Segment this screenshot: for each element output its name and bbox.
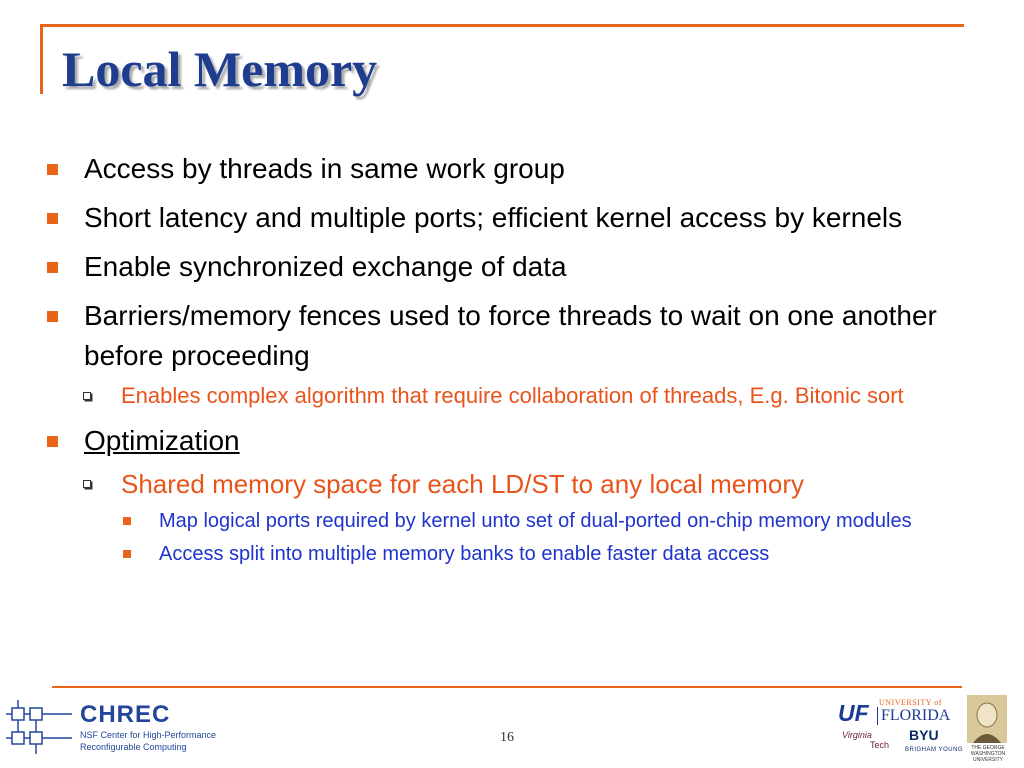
sub-bullet-item: Enables complex algorithm that require c… [44,380,974,412]
gw-portrait-icon [967,695,1007,743]
chrec-subtitle: Reconfigurable Computing [80,742,187,752]
slide-title: Local Memory [62,41,378,97]
small-square-bullet-icon [123,517,131,525]
virginia-tech-label: Tech [870,740,890,750]
bullet-item: Barriers/memory fences used to force thr… [44,296,974,376]
uf-university-label: UNIVERSITY of [879,698,942,707]
bullet-text: Enable synchronized exchange of data [84,251,567,282]
chrec-logo: CHREC NSF Center for High-Performance Re… [6,700,226,758]
slide-body: Access by threads in same work group Sho… [44,140,974,569]
sub-bullet-item: Shared memory space for each LD/ST to an… [44,465,974,503]
square-bullet-icon [47,164,58,175]
square-bullet-icon [47,262,58,273]
uf-florida-label: FLORIDA [877,707,950,725]
bullet-item: Enable synchronized exchange of data [44,247,974,287]
chrec-name: CHREC [80,701,171,728]
gw-logo-text: THE GEORGE WASHINGTON UNIVERSITY [970,745,1006,763]
page-number: 16 [500,730,514,745]
sub-sub-bullet-item: Map logical ports required by kernel unt… [44,507,974,536]
bullet-text: Short latency and multiple ports; effici… [84,202,903,233]
byu-logo: BYU [909,727,939,743]
bullet-item: Access by threads in same work group [44,149,974,189]
bullet-item: Optimization [44,421,974,461]
uf-logo: UF [838,700,869,726]
small-square-bullet-icon [123,550,131,558]
virginia-tech-logo: Virginia [842,730,872,740]
bullet-text: Access by threads in same work group [84,153,565,184]
chrec-chip-icon [6,700,72,754]
byu-subtitle: BRIGHAM YOUNG [905,747,964,753]
square-bullet-icon [47,213,58,224]
left-accent-rule [40,24,43,94]
chrec-subtitle: NSF Center for High-Performance [80,730,217,740]
sub-sub-bullet-text: Map logical ports required by kernel unt… [159,510,912,532]
sub-sub-bullet-item: Access split into multiple memory banks … [44,540,974,569]
bullet-text: Barriers/memory fences used to force thr… [84,300,937,371]
hollow-square-bullet-icon [83,480,91,488]
bullet-item: Short latency and multiple ports; effici… [44,198,974,238]
top-accent-rule [40,24,964,27]
bullet-text: Optimization [84,425,240,456]
bottom-accent-rule [52,686,962,688]
square-bullet-icon [47,311,58,322]
square-bullet-icon [47,436,58,447]
sub-sub-bullet-text: Access split into multiple memory banks … [159,543,770,565]
hollow-square-bullet-icon [83,392,91,400]
sub-bullet-text: Shared memory space for each LD/ST to an… [121,469,805,499]
sub-bullet-text: Enables complex algorithm that require c… [121,383,904,408]
